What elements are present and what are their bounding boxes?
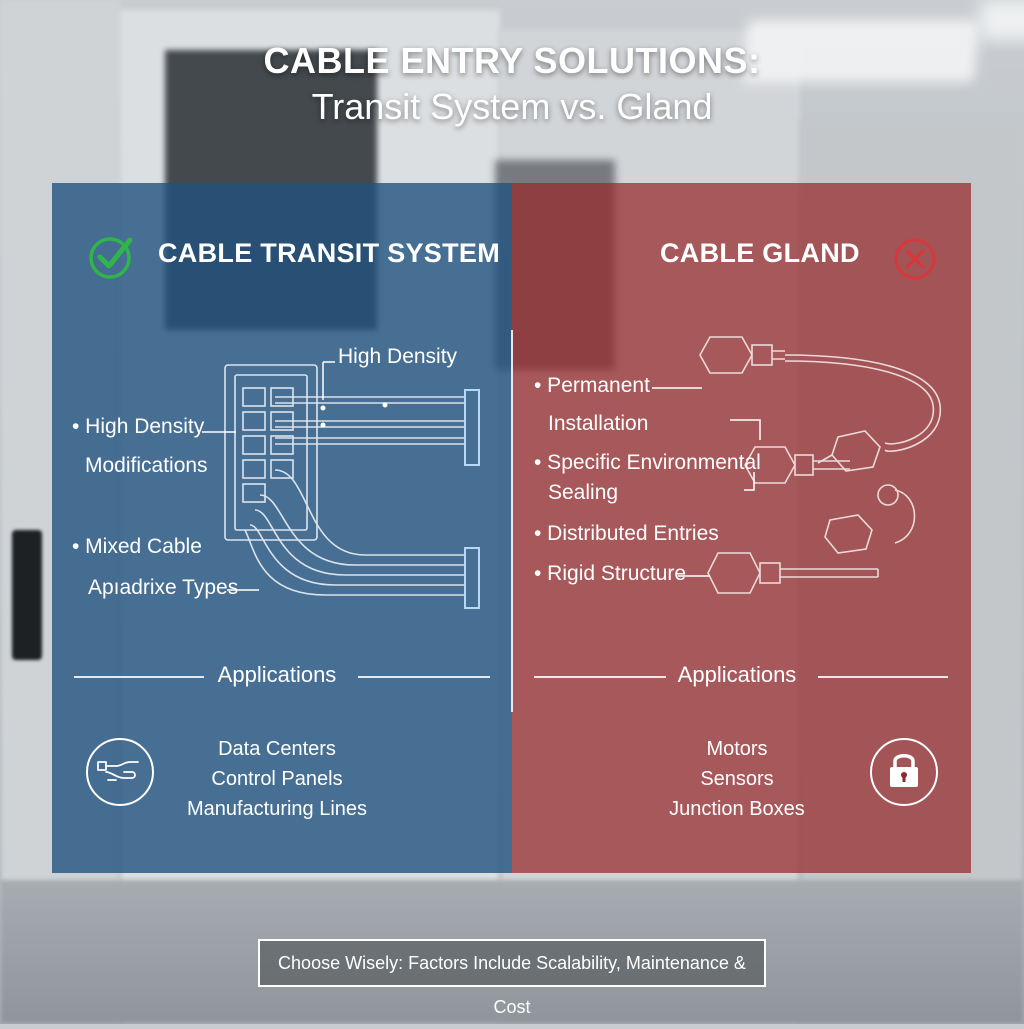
- x-circle-icon: [894, 238, 936, 280]
- padlock-icon-ring: [870, 738, 938, 806]
- applications-list: Data Centers Control Panels Manufacturin…: [168, 734, 386, 824]
- applications-rule: [534, 676, 666, 678]
- footer-callout: Choose Wisely: Factors Include Scalabili…: [258, 939, 766, 1017]
- cable-gland-heading: CABLE GLAND: [660, 238, 860, 268]
- feature-item: • Distributed Entries: [534, 522, 719, 545]
- application-item: Data Centers: [218, 738, 336, 760]
- panel-divider: [511, 330, 513, 712]
- applications-list: Motors Sensors Junction Boxes: [628, 734, 846, 824]
- leader-line: [202, 431, 236, 433]
- cable-glands-diagram: [699, 336, 941, 594]
- feature-item-cont: Apıadrixe Types: [88, 576, 239, 599]
- leader-line: [227, 589, 259, 591]
- transit-system-heading: CABLE TRANSIT SYSTEM: [158, 238, 501, 268]
- leader-line: [678, 575, 710, 577]
- feature-item: • Rigid Structure: [534, 562, 687, 585]
- applications-title: Applications: [217, 662, 337, 687]
- feature-item: • High Density: [72, 415, 205, 438]
- application-item: Sensors: [700, 768, 774, 790]
- page-subtitle: Transit System vs. Gland: [311, 86, 713, 127]
- applications-rule: [818, 676, 948, 678]
- page-title: CABLE ENTRY SOLUTIONS:: [263, 40, 761, 81]
- application-item: Motors: [706, 738, 768, 760]
- check-circle-icon: [89, 237, 133, 279]
- application-item: Junction Boxes: [669, 798, 805, 820]
- cabinet-handle: [12, 530, 42, 660]
- application-item: Manufacturing Lines: [186, 798, 368, 820]
- ceiling-light: [980, 0, 1024, 40]
- hand-cable-icon: [97, 761, 139, 781]
- feature-item: • Permanent: [534, 374, 650, 397]
- applications-rule: [74, 676, 204, 678]
- hand-cable-icon-ring: [86, 738, 154, 806]
- feature-item: • Mixed Cable: [72, 535, 202, 558]
- transit-frame-diagram: [224, 361, 480, 609]
- padlock-icon: [890, 754, 918, 787]
- applications-title: Applications: [677, 662, 797, 687]
- feature-item-cont: Modifications: [85, 454, 208, 477]
- feature-item: • Specific Environmental: [534, 451, 761, 474]
- diagram-label-high-density: High Density: [338, 345, 458, 368]
- feature-item-cont: Sealing: [548, 481, 619, 504]
- leader-line: [744, 472, 755, 491]
- application-item: Control Panels: [211, 768, 343, 790]
- leader-line: [652, 387, 702, 389]
- applications-rule: [358, 676, 490, 678]
- feature-item-cont: Installation: [548, 412, 649, 435]
